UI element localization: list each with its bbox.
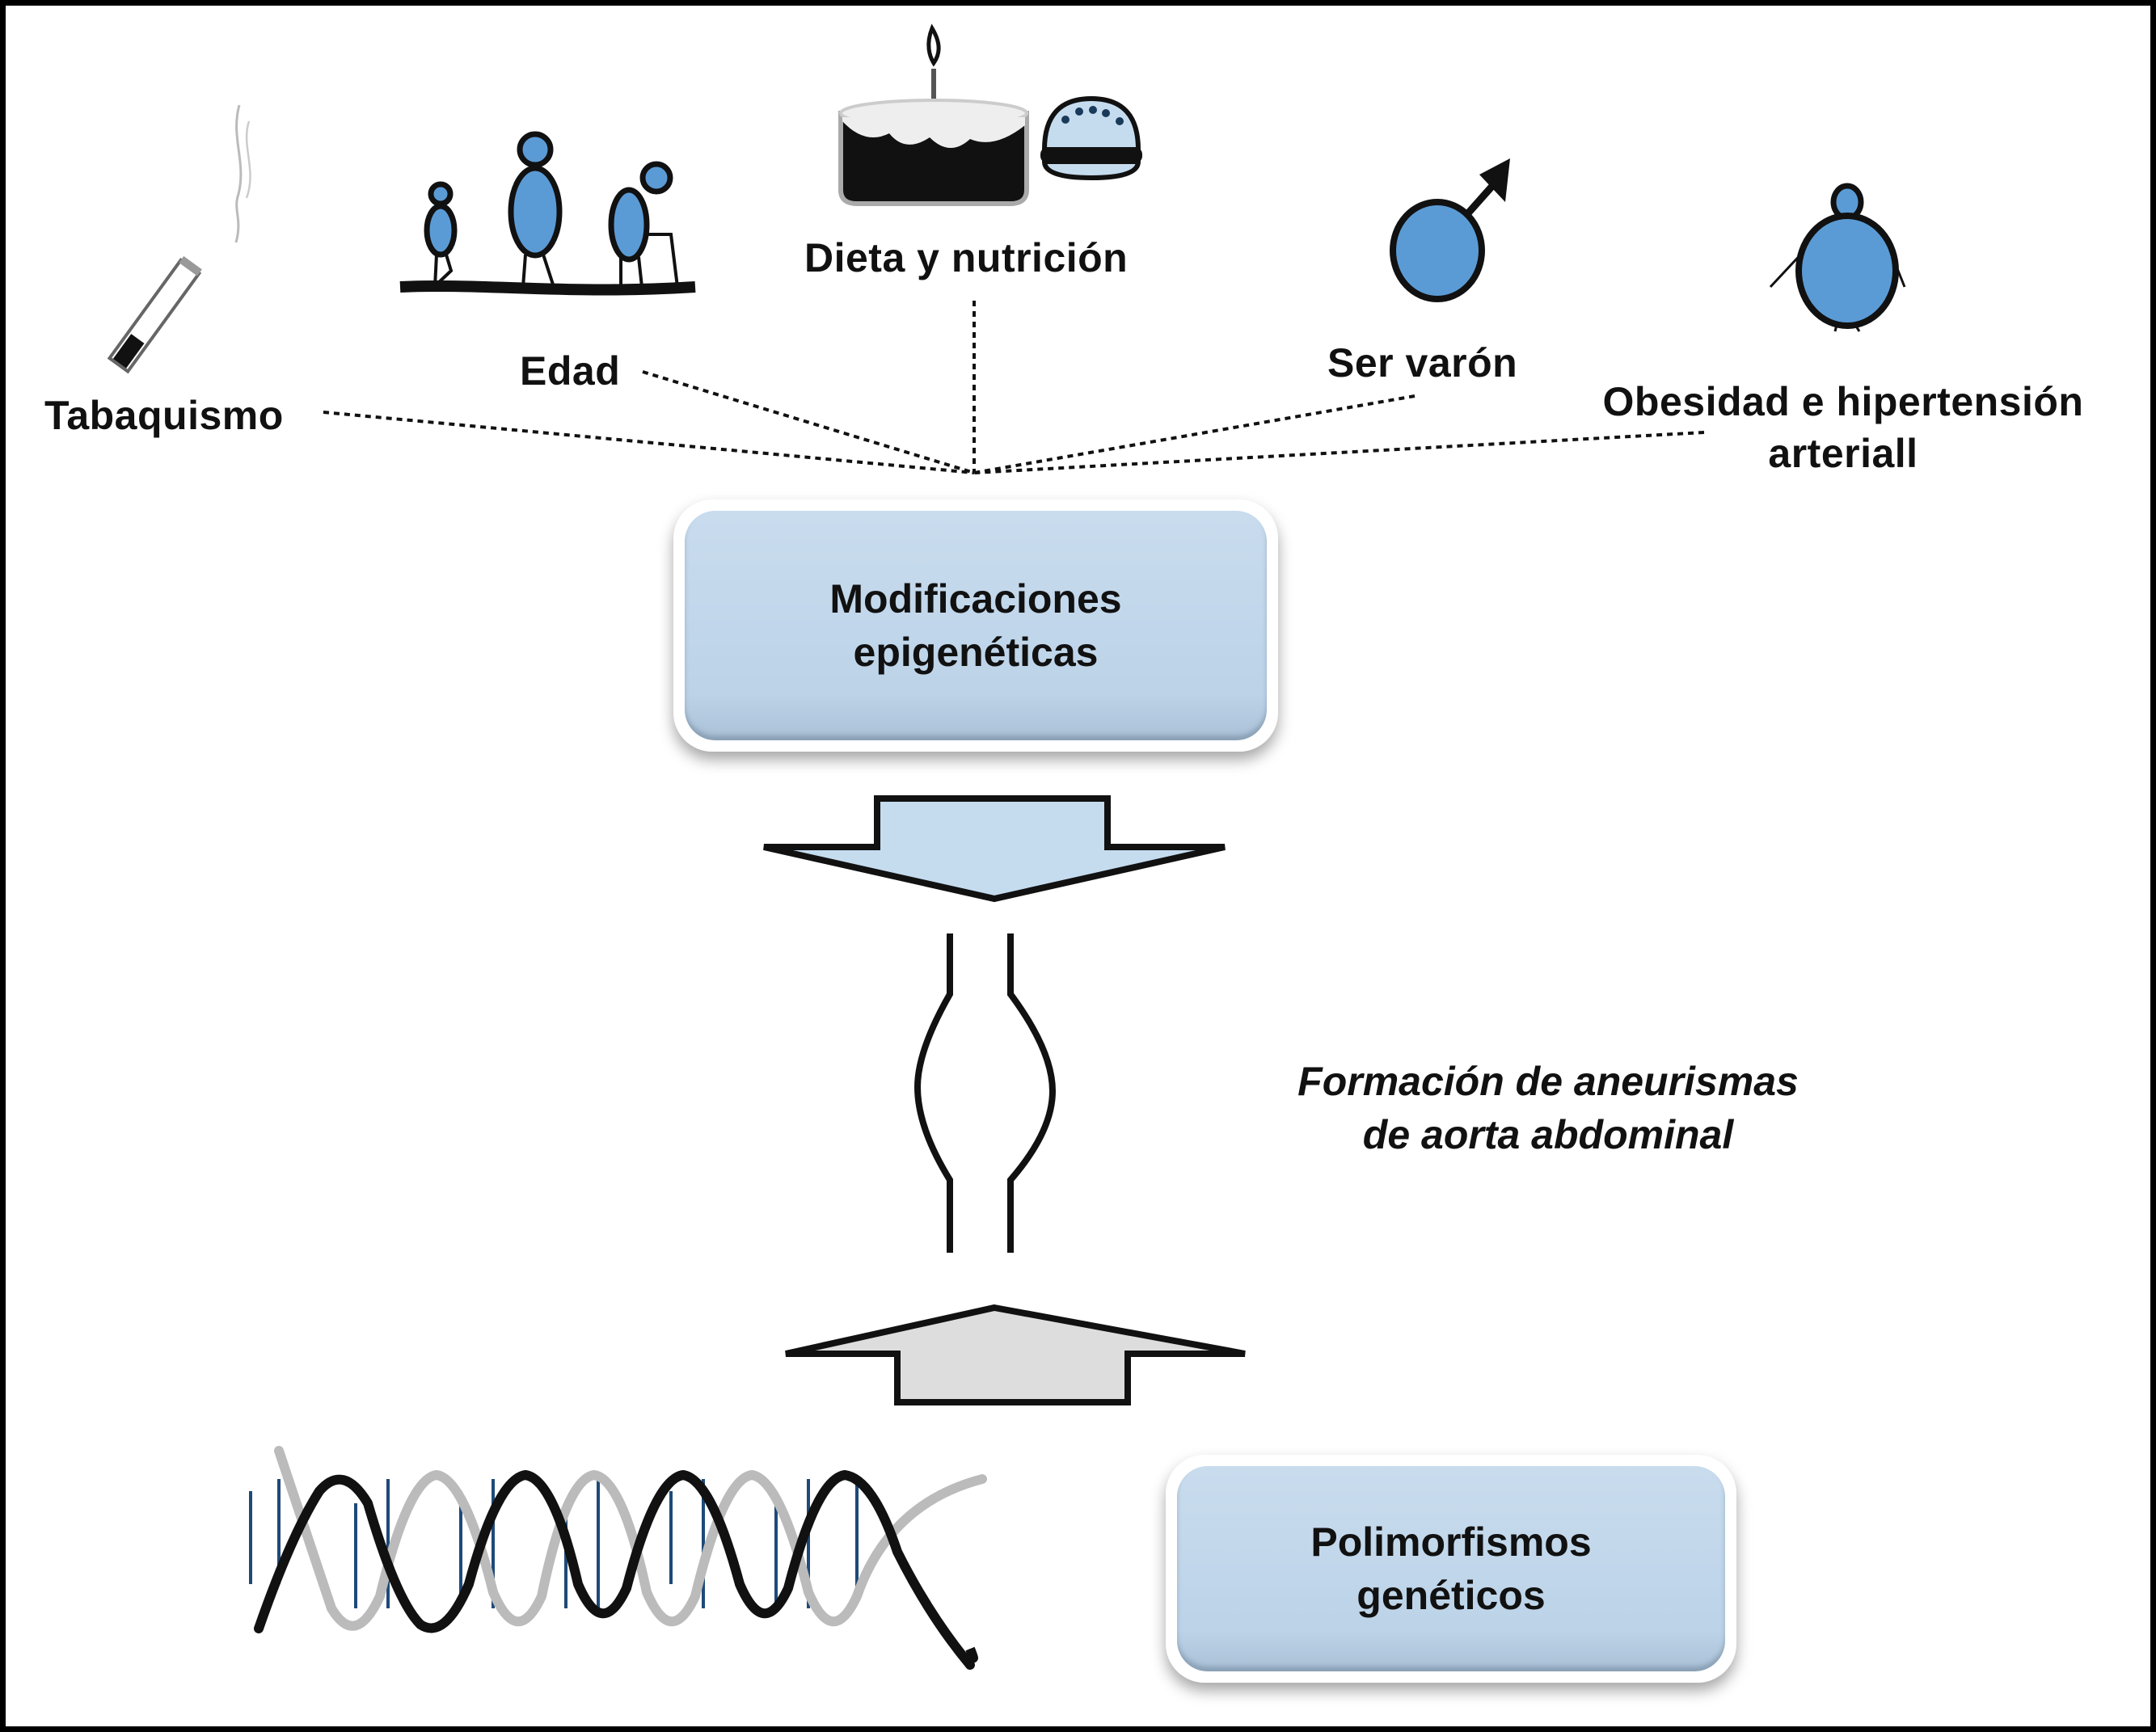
- cigarette-icon: [107, 104, 251, 374]
- polymorphism-line1: Polimorfismos: [1310, 1519, 1592, 1565]
- risk-factor-connectors: [323, 301, 1705, 474]
- burger-icon: [1040, 95, 1142, 181]
- obese-person-icon: [1769, 183, 1906, 332]
- label-obesity-hypertension: Obesidad e hipertensión arteriall: [1580, 376, 2106, 479]
- aorta-aneurysm-icon: [913, 933, 1057, 1253]
- male-symbol-icon: [1390, 158, 1510, 302]
- epigenetic-line2: epigenéticas: [853, 630, 1099, 675]
- epigenetic-line1: Modificaciones: [829, 576, 1122, 622]
- polymorphism-box-inner: Polimorfismos genéticos: [1177, 1466, 1725, 1671]
- polymorphism-line2: genéticos: [1356, 1573, 1546, 1618]
- connector-age: [642, 370, 975, 474]
- up-arrow: [785, 1304, 1246, 1405]
- label-obesity-line2: arteriall: [1768, 431, 1918, 476]
- label-male: Ser varón: [1327, 340, 1518, 386]
- label-age: Edad: [520, 348, 621, 394]
- age-group-icon: [399, 131, 696, 296]
- aneurysm-line2: de aorta abdominal: [1362, 1112, 1734, 1157]
- label-smoking: Tabaquismo: [44, 393, 284, 438]
- aneurysm-line1: Formación de aneurismas: [1297, 1059, 1799, 1104]
- connector-smoking: [323, 411, 975, 474]
- genetic-polymorphisms-box: Polimorfismos genéticos: [1166, 1455, 1736, 1683]
- epigenetic-modifications-box: Modificaciones epigenéticas: [673, 499, 1278, 752]
- label-diet: Dieta y nutrición: [804, 235, 1129, 280]
- cake-icon: [838, 23, 1029, 206]
- down-arrow: [763, 795, 1226, 903]
- epigenetic-box-inner: Modificaciones epigenéticas: [685, 511, 1267, 740]
- connector-male: [973, 394, 1416, 474]
- aneurysm-formation-label: Formación de aneurismas de aorta abdomin…: [1245, 1055, 1851, 1161]
- dna-icon: [249, 1446, 987, 1670]
- label-obesity-line1: Obesidad e hipertensión: [1602, 379, 2084, 424]
